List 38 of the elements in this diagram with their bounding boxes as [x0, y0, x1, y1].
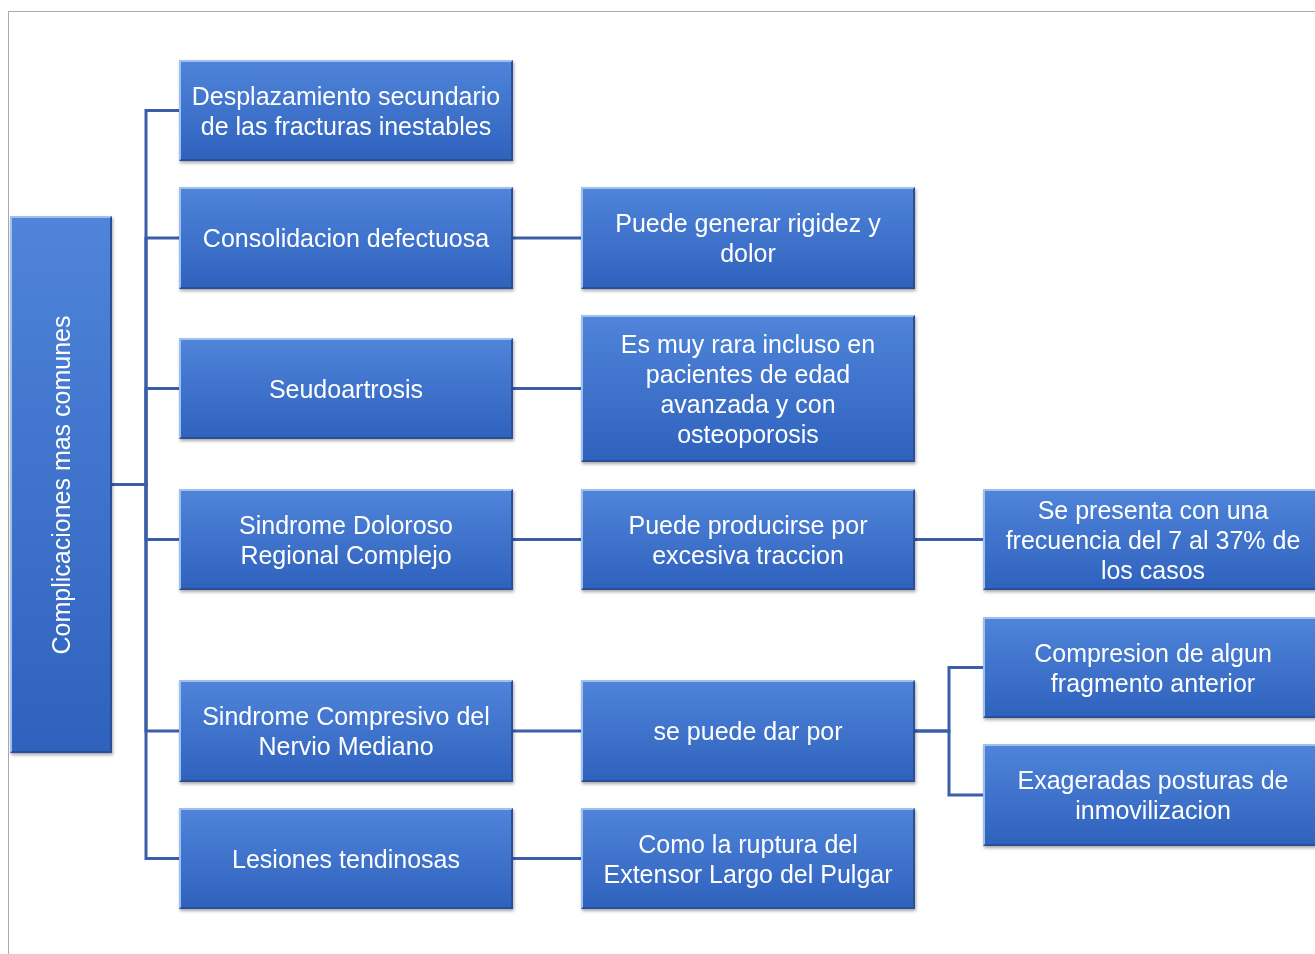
process-box [581, 489, 915, 590]
node-label: Complicaciones mas comunes [46, 315, 76, 654]
connector-line [513, 236, 581, 240]
node-label: Puede producirse por excesiva traccion [627, 509, 869, 570]
connector-line [513, 387, 581, 390]
connector-line [915, 538, 983, 541]
connector-line [513, 729, 581, 733]
process-box [179, 808, 513, 909]
process-box [581, 680, 915, 782]
process-box [179, 60, 513, 161]
connector-line [513, 538, 581, 541]
connector-line [915, 729, 983, 797]
process-box [983, 489, 1315, 590]
node-label: Seudoartrosis [268, 373, 424, 404]
node-label: Desplazamiento secundario de las fracturas inestables [190, 80, 502, 141]
connector-line [112, 483, 179, 860]
process-box [983, 617, 1315, 718]
node-label: Sindrome Doloroso Regional Complejo [238, 509, 454, 570]
process-box [179, 338, 513, 439]
process-box [581, 315, 915, 462]
node-label: Es muy rara incluso en pacientes de edad avanzada y con osteoporosis [619, 328, 877, 449]
node-label: Como la ruptura del Extensor Largo del Pulgar [602, 828, 894, 889]
node-label: Lesiones tendinosas [232, 843, 460, 874]
process-box [581, 187, 915, 289]
node-label: Compresion de algun fragmento anterior [1033, 637, 1273, 698]
node-label: Consolidacion defectuosa [202, 223, 490, 253]
node-label: Puede generar rigidez y dolor [614, 208, 882, 268]
process-box [10, 216, 112, 753]
process-box [983, 744, 1315, 846]
node-label: se puede dar por [653, 716, 843, 746]
process-box [179, 680, 513, 782]
process-box [179, 489, 513, 590]
connector-line [513, 857, 581, 860]
node-label: Se presenta con una frecuencia del 7 al 37% de los casos [1004, 494, 1302, 585]
node-label: Sindrome Compresivo del Nervio Mediano [201, 701, 491, 761]
process-box [179, 187, 513, 289]
node-label: Exageradas posturas de inmovilizacion [1016, 765, 1290, 825]
process-box [581, 808, 915, 909]
